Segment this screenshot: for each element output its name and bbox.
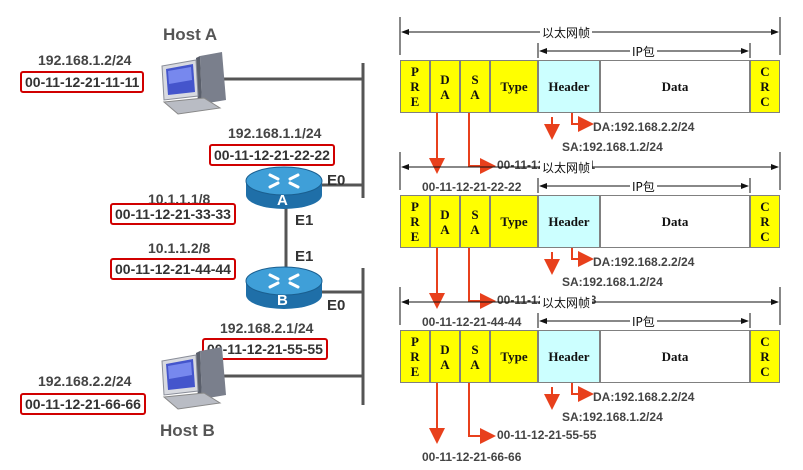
dst-ip-label: DA:192.168.2.2/24 [593, 120, 695, 134]
host-b-title: Host B [160, 421, 215, 440]
ethernet-frame-label: 以太网帧 [540, 294, 593, 311]
router-b-e0-name: E0 [327, 297, 346, 314]
dst-mac-label: 00-11-12-21-44-44 [422, 315, 522, 329]
field-header: Header [538, 60, 600, 113]
ethernet-frame-label: 以太网帧 [540, 24, 593, 41]
field-data: Data [600, 195, 750, 248]
field-sa: S A [460, 330, 490, 383]
dst-mac-label: 00-11-12-21-66-66 [422, 450, 522, 464]
src-mac-label: 00-11-12-21-55-55 [497, 428, 597, 442]
dst-ip-label: DA:192.168.2.2/24 [593, 390, 695, 404]
field-da: D A [430, 60, 460, 113]
router-b-e0-ip: 192.168.2.1/24 [220, 320, 314, 336]
src-ip-label: SA:192.168.1.2/24 [562, 275, 663, 289]
field-type: Type [490, 60, 538, 113]
field-type: Type [490, 195, 538, 248]
router-b-label: B [277, 292, 288, 309]
field-type: Type [490, 330, 538, 383]
field-header: Header [538, 330, 600, 383]
router-icon [245, 166, 323, 209]
field-sa: S A [460, 195, 490, 248]
router-a-e1-mac: 00-11-12-21-33-33 [110, 203, 236, 225]
field-data: Data [600, 60, 750, 113]
dst-mac-label: 00-11-12-21-22-22 [422, 180, 522, 194]
field-data: Data [600, 330, 750, 383]
field-crc: C R C [750, 60, 780, 113]
router-a-label: A [277, 192, 288, 209]
host-b-ip: 192.168.2.2/24 [38, 373, 132, 389]
ethernet-frame-label: 以太网帧 [540, 159, 593, 176]
router-b-e1-mac: 00-11-12-21-44-44 [110, 258, 236, 280]
field-crc: C R C [750, 195, 780, 248]
field-da: D A [430, 330, 460, 383]
field-crc: C R C [750, 330, 780, 383]
dst-ip-label: DA:192.168.2.2/24 [593, 255, 695, 269]
router-b-e0-mac: 00-11-12-21-55-55 [202, 338, 328, 360]
field-sa: S A [460, 60, 490, 113]
router-a-e0-name: E0 [327, 172, 346, 189]
router-a-e0-mac: 00-11-12-21-22-22 [209, 144, 335, 166]
src-ip-label: SA:192.168.1.2/24 [562, 410, 663, 424]
field-pre: P R E [400, 60, 430, 113]
ip-packet-label: IP包 [630, 313, 657, 330]
ip-packet-label: IP包 [630, 43, 657, 60]
host-b-mac: 00-11-12-21-66-66 [20, 393, 146, 415]
dst-ip-arrow [571, 113, 594, 132]
host-a-mac: 00-11-12-21-11-11 [20, 71, 145, 93]
dst-ip-arrow [571, 248, 594, 267]
field-pre: P R E [400, 195, 430, 248]
router-a-e1-name: E1 [295, 212, 314, 229]
field-da: D A [430, 195, 460, 248]
src-ip-label: SA:192.168.1.2/24 [562, 140, 663, 154]
router-a-e0-ip: 192.168.1.1/24 [228, 125, 322, 141]
router-b-e1-ip: 10.1.1.2/8 [148, 240, 211, 256]
host-a-ip: 192.168.1.2/24 [38, 52, 132, 68]
computer-icon [161, 347, 226, 410]
router-icon [245, 266, 323, 309]
sa-arrow [468, 383, 496, 444]
host-a-title: Host A [163, 25, 218, 44]
router-b-e1-name: E1 [295, 248, 314, 265]
dst-ip-arrow [571, 383, 594, 402]
ip-packet-label: IP包 [630, 178, 657, 195]
field-header: Header [538, 195, 600, 248]
computer-icon [161, 52, 226, 115]
field-pre: P R E [400, 330, 430, 383]
